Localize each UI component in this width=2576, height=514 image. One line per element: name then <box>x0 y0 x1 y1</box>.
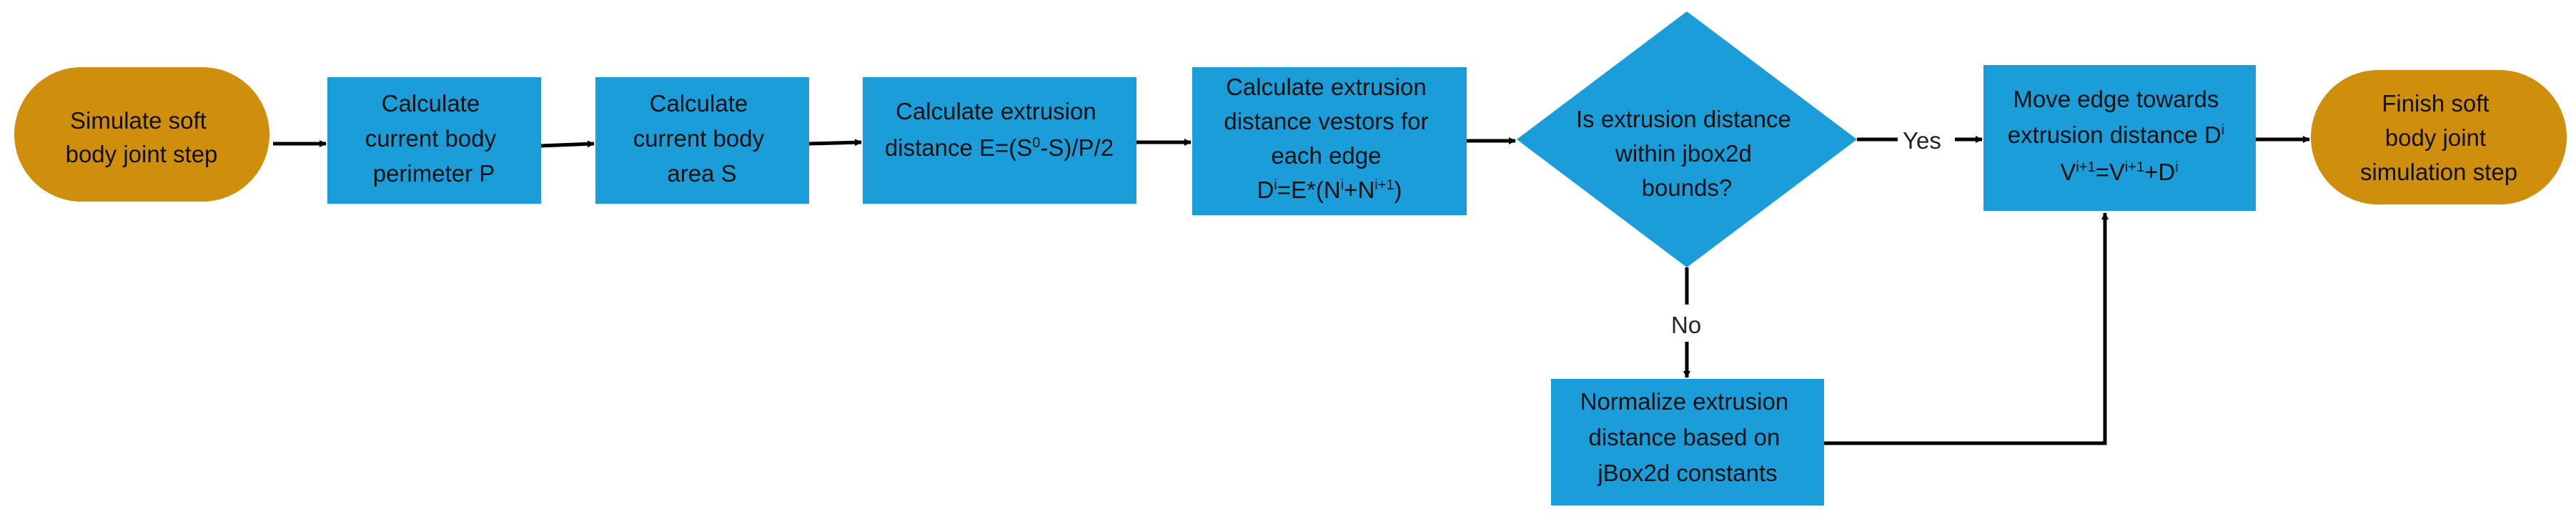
finish-terminal-label: Finish soft body joint simulation step <box>2360 90 2517 185</box>
area-process: Calculate current body area S <box>595 77 809 204</box>
bounds-decision: Is extrusion distance within jbox2d boun… <box>1517 11 1857 267</box>
vectors-process: Calculate extrusion distance vestors for… <box>1192 67 1467 215</box>
vectors-process-label: Calculate extrusion distance vestors for… <box>1224 74 1435 203</box>
yes-edge-label: Yes <box>1903 127 1941 154</box>
move-edge-process: Move edge towards extrusion distance Di … <box>1983 65 2256 211</box>
move-edge-process-label: Move edge towards extrusion distance Di … <box>2008 86 2231 185</box>
arrow-area-to-extrusion <box>808 139 862 147</box>
area-process-label: Calculate current body area S <box>633 90 771 187</box>
arrow-normalize-to-move <box>1824 212 2109 445</box>
start-terminal-label: Simulate soft body joint step <box>66 107 218 167</box>
extrusion-process: Calculate extrusion distance E=(S0-S)/P/… <box>863 77 1136 204</box>
extrusion-process-shape <box>863 77 1136 204</box>
perimeter-process-label: Calculate current body perimeter P <box>365 90 503 187</box>
finish-terminal: Finish soft body joint simulation step <box>2311 70 2567 204</box>
perimeter-process-shape <box>327 77 541 204</box>
start-terminal: Simulate soft body joint step <box>14 67 269 202</box>
no-edge-label: No <box>1671 312 1701 338</box>
extrusion-process-label: Calculate extrusion distance E=(S0-S)/P/… <box>885 98 1114 161</box>
start-terminal-shape <box>14 67 269 202</box>
bounds-decision-shape <box>1517 11 1857 267</box>
area-process-shape <box>595 77 809 204</box>
bounds-decision-label: Is extrusion distance within jbox2d boun… <box>1576 106 1798 201</box>
move-edge-process-shape <box>1983 65 2256 211</box>
normalize-process-label: Normalize extrusion distance based on jB… <box>1580 388 1795 486</box>
perimeter-process: Calculate current body perimeter P <box>327 77 541 204</box>
normalize-process-shape <box>1551 379 1824 505</box>
arrow-perimeter-to-area <box>540 140 595 148</box>
vectors-process-shape <box>1192 67 1467 215</box>
finish-terminal-shape <box>2311 70 2567 204</box>
normalize-process: Normalize extrusion distance based on jB… <box>1551 379 1824 505</box>
